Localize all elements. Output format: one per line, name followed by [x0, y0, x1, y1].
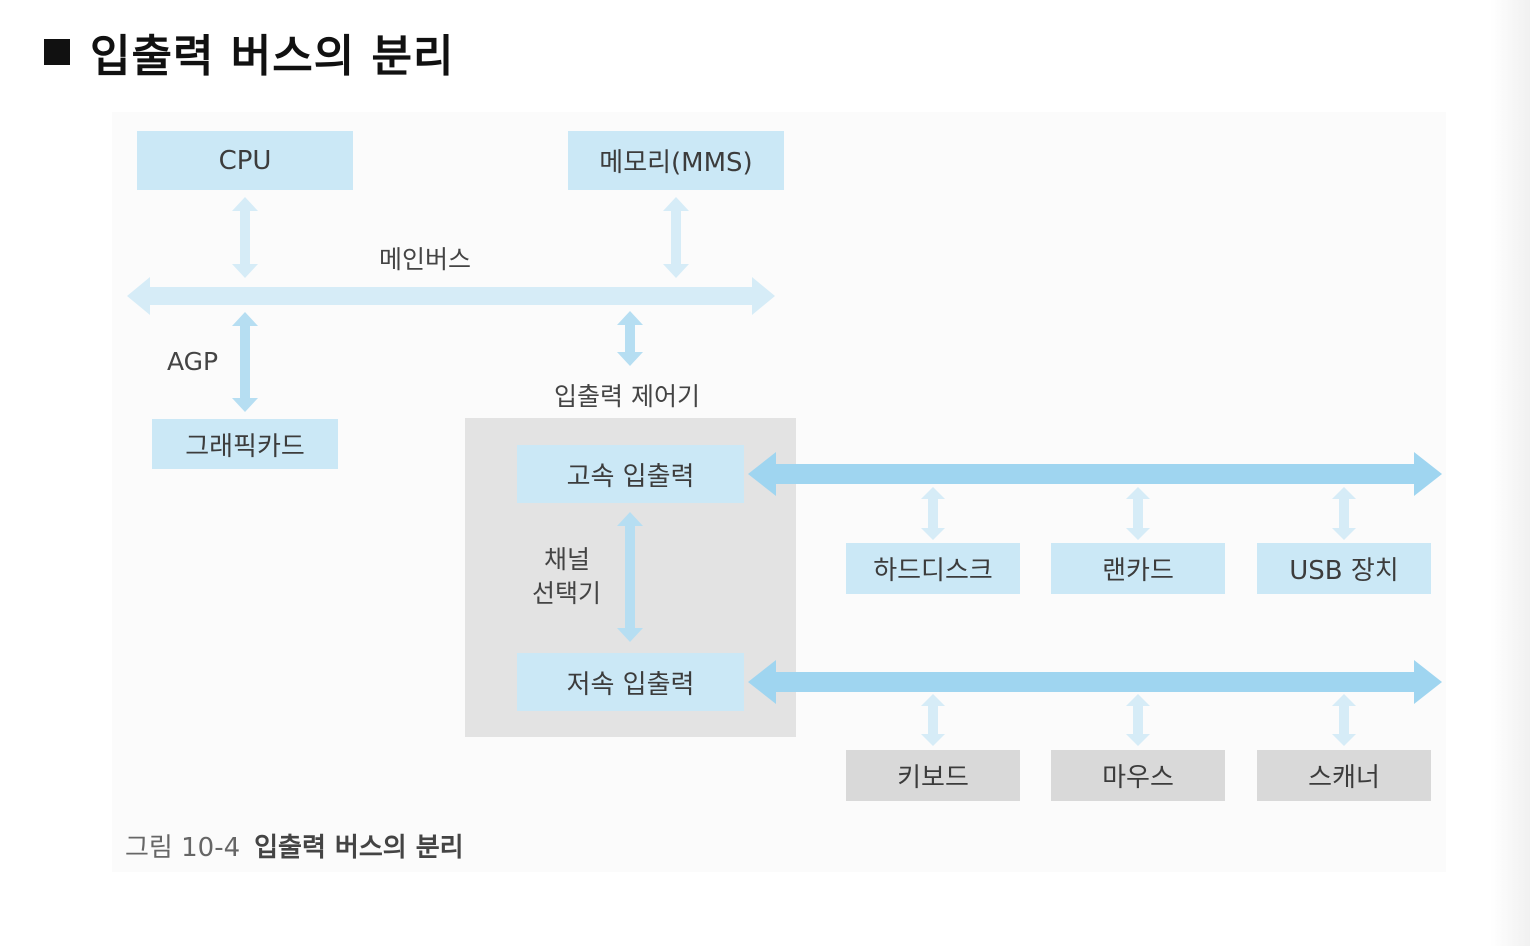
keyboard-connector — [921, 694, 945, 746]
memory-bus-arrow — [663, 197, 689, 278]
channel-selector-label-line1: 채널 — [544, 545, 591, 574]
low-speed-io-box: 저속 입출력 — [517, 653, 744, 711]
hard-disk-connector — [921, 487, 945, 540]
hard-disk-box: 하드디스크 — [846, 543, 1020, 594]
scanner-box: 스캐너 — [1257, 750, 1431, 801]
mouse-box: 마우스 — [1051, 750, 1225, 801]
figure-number: 그림 10-4 — [125, 833, 241, 863]
agp-label: AGP — [167, 347, 219, 376]
page-heading-text: 입출력 버스의 분리 — [90, 31, 455, 82]
channel-selector-arrow — [617, 512, 643, 642]
figure-caption: 그림 10-4 입출력 버스의 분리 — [125, 827, 464, 864]
page-heading: 입출력 버스의 분리 — [44, 22, 454, 82]
mouse-connector — [1126, 694, 1150, 746]
main-bus-label: 메인버스 — [379, 245, 472, 274]
keyboard-box: 키보드 — [846, 750, 1020, 801]
memory-box: 메모리(MMS) — [568, 131, 784, 190]
channel-selector-label-line2: 선택기 — [532, 579, 602, 608]
lan-card-connector — [1126, 487, 1150, 540]
scanner-connector — [1332, 694, 1356, 746]
high-speed-io-box: 고속 입출력 — [517, 445, 744, 503]
agp-arrow — [232, 312, 258, 412]
lan-card-box: 랜카드 — [1051, 543, 1225, 594]
high-speed-bus-arrow — [748, 452, 1442, 496]
square-bullet-icon — [44, 39, 70, 65]
cpu-box: CPU — [137, 131, 353, 190]
main-bus-arrow — [127, 277, 775, 315]
low-speed-bus-arrow — [748, 660, 1442, 704]
io-controller-label: 입출력 제어기 — [554, 382, 700, 411]
page-edge-shadow — [1490, 0, 1530, 946]
cpu-bus-arrow — [232, 197, 258, 278]
usb-device-box: USB 장치 — [1257, 543, 1431, 594]
graphics-card-box: 그래픽카드 — [152, 419, 338, 469]
figure-caption-text: 입출력 버스의 분리 — [254, 833, 464, 863]
io-controller-arrow — [617, 311, 643, 366]
usb-connector — [1332, 487, 1356, 540]
